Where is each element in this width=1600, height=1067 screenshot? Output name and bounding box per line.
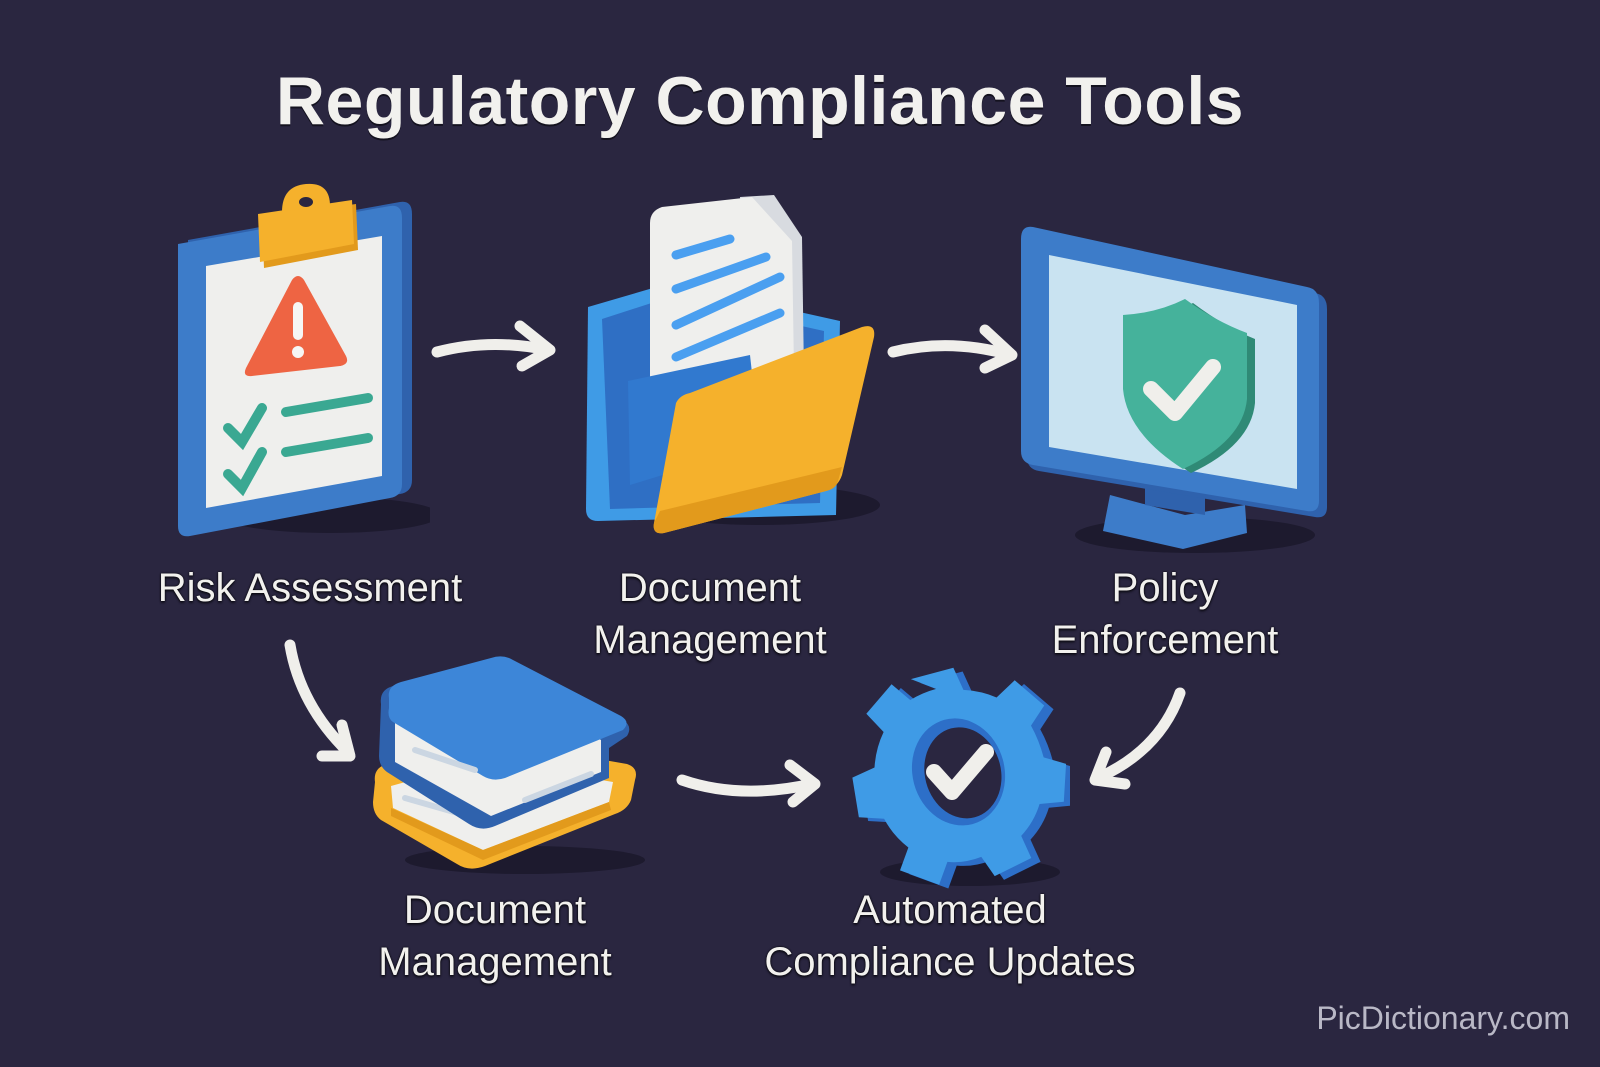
arrow-risk-to-docs	[431, 320, 556, 372]
node-label-policy-enforcement: Policy Enforcement	[1051, 566, 1279, 662]
monitor-shield-icon	[1021, 226, 1327, 553]
clip-icon	[258, 183, 358, 268]
node-label-risk-assessment: Risk Assessment	[157, 566, 463, 610]
warning-triangle-icon	[244, 276, 348, 377]
node-label-document-management-top: Document Management	[593, 566, 827, 662]
folder-document-icon	[586, 195, 880, 534]
checkmark-icon	[926, 744, 994, 800]
checklist-icon	[223, 393, 373, 497]
book-stack-icon	[373, 656, 645, 874]
watermark: PicDictionary.com	[1316, 1000, 1570, 1036]
arrow-docs-to-policy	[887, 324, 1018, 374]
clipboard-warning-icon	[178, 183, 430, 537]
node-label-automated-compliance-updates: Automated Compliance Updates	[764, 888, 1136, 984]
arrow-policy-to-gear	[1089, 687, 1186, 790]
top-book	[379, 656, 630, 829]
arrow-books-to-gear	[676, 759, 821, 808]
gear-check-icon	[852, 667, 1070, 889]
document-lines	[671, 234, 785, 362]
shield-check-icon	[1123, 299, 1255, 473]
page-title: Regulatory Compliance Tools	[275, 63, 1245, 139]
node-label-document-management-bottom: Document Management	[378, 888, 612, 984]
arrow-risk-to-books	[284, 639, 356, 762]
